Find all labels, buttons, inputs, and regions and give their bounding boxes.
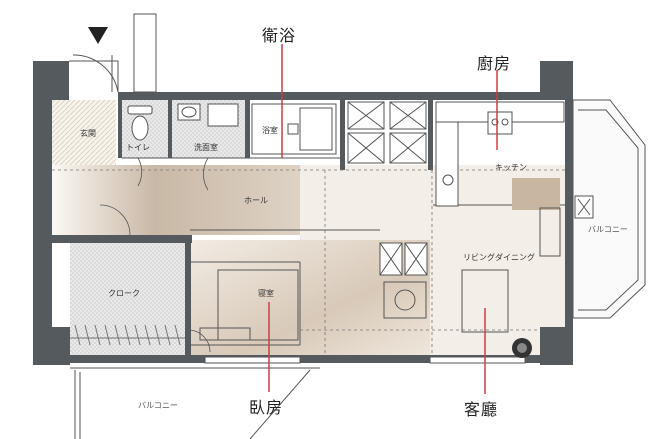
room-label-entrance: 玄関 [80,129,96,138]
storage-box-4 [389,132,427,164]
sink-icon [177,103,239,127]
entrance-door [69,13,157,93]
wall-partition-wash [168,100,172,158]
callout-lines [268,44,498,394]
wall-top [118,92,573,100]
wall-partition [340,100,345,170]
wall-left [33,61,52,346]
wall-partition-bath [245,100,250,158]
wall-bottom-left [33,327,70,365]
room-label-kitchen: キッチン [495,163,527,172]
room-label-balcony-bottom: バルコニー [138,401,178,410]
callout-living: 客廳 [464,400,499,419]
bathtub-icon [251,103,337,155]
wall-partition-toilet [118,100,122,158]
wall-corridor [52,235,192,243]
room-label-washroom: 洗面室 [194,143,218,152]
entrance-arrow-icon [88,27,108,44]
room-label-bedroom: 寝室 [258,289,274,298]
kitchen-island [512,178,560,210]
balcony-bottom [70,367,320,439]
room-label-closet: クローク [108,289,140,298]
door-swings [99,157,211,353]
wall-bottom [70,355,570,363]
dashed-lines [52,169,565,355]
closet-rail [70,324,185,346]
room-label-toilet: トイレ [126,143,150,152]
kitchen-counter [435,101,565,207]
walls [33,61,573,365]
room-label-hall: ホール [244,196,268,205]
room-label-bathroom: 浴室 [262,126,278,135]
wall-bottom-right [540,327,573,365]
storage-box-3 [347,132,385,164]
storage-box-6 [404,242,428,276]
wall-closet-right [185,243,191,355]
callout-bath: 衛浴 [262,26,297,45]
bedroom-furniture [199,269,299,341]
storage-boxes [347,101,428,276]
storage-box-5 [379,242,403,276]
room-label-balcony-right: バルコニー [588,225,628,234]
callout-kitchen: 廚房 [477,54,512,73]
wall-right [565,100,573,330]
window-bottom-left [204,356,301,364]
storage-box-2 [389,101,427,130]
callout-bedroom: 臥房 [249,398,284,417]
wall-partition-2 [428,100,433,170]
storage-box-1 [347,101,385,130]
toilet-fixture-icon [127,105,153,141]
room-label-living-dining: リビングダイニング [463,253,535,262]
wall-top-right [540,61,573,100]
balcony-right [572,99,646,319]
closet-floor [70,243,190,355]
window-bottom-right [429,356,526,364]
